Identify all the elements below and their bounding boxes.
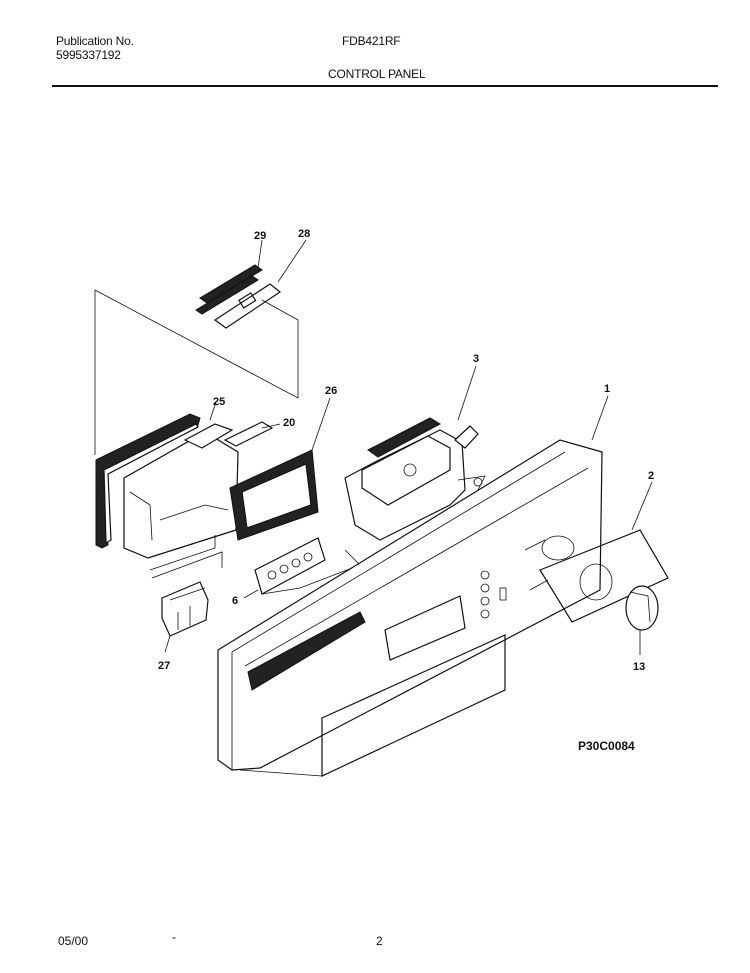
page-number: 2 bbox=[376, 934, 383, 948]
callout-1: 1 bbox=[604, 383, 610, 395]
part-2-overlay-decal bbox=[539, 481, 669, 623]
part-1-control-panel bbox=[217, 395, 609, 771]
publication-number: 5995337192 bbox=[56, 48, 121, 62]
callout-25: 25 bbox=[213, 396, 225, 408]
callout-2: 2 bbox=[648, 470, 654, 482]
callout-27: 27 bbox=[158, 660, 170, 672]
part-13-knob bbox=[625, 585, 659, 655]
display-window-panel bbox=[239, 634, 506, 777]
callout-20: 20 bbox=[283, 417, 295, 429]
callout-26: 26 bbox=[325, 385, 337, 397]
publication-label: Publication No. bbox=[56, 34, 134, 48]
header-rule bbox=[52, 85, 718, 87]
model-number: FDB421RF bbox=[342, 34, 401, 48]
callout-28: 28 bbox=[298, 228, 310, 240]
footer-date: 05/00 bbox=[58, 934, 89, 948]
callout-6: 6 bbox=[232, 595, 238, 607]
drawing-code: P30C0084 bbox=[578, 739, 635, 753]
part-27-switch bbox=[151, 551, 223, 653]
callout-13: 13 bbox=[633, 661, 645, 673]
part-26-window-frame bbox=[229, 397, 331, 541]
section-title: CONTROL PANEL bbox=[328, 67, 426, 81]
part-3-timer bbox=[344, 365, 486, 541]
callout-3: 3 bbox=[473, 353, 479, 365]
callout-29: 29 bbox=[254, 230, 266, 242]
part-6-circuit-board bbox=[243, 537, 361, 599]
part-29-28-overlay bbox=[195, 239, 307, 329]
part-25-20-housing bbox=[95, 401, 281, 571]
footer-mark: - bbox=[172, 930, 176, 944]
